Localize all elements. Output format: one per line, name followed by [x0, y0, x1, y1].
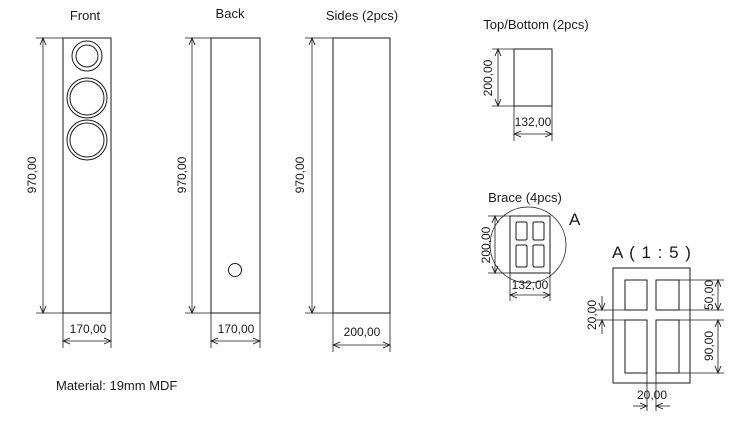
sides-height-label: 970,00 [293, 156, 307, 193]
sides-title: Sides (2pcs) [326, 8, 398, 23]
front-height-dimension: 970,00 [25, 38, 63, 313]
top-bottom-width-dimension: 132,00 [514, 106, 552, 141]
brace-height-label: 200,00 [479, 226, 493, 263]
material-note: Material: 19mm MDF [56, 378, 177, 393]
sides-height-dimension: 970,00 [293, 38, 333, 313]
sides-view: Sides (2pcs) 970,00 200,00 [293, 8, 398, 352]
brace-view: Brace (4pcs) A 200,00 132,00 [479, 190, 581, 301]
back-width-label: 170,00 [218, 322, 255, 336]
top-bottom-panel [513, 48, 553, 107]
back-width-dimension: 170,00 [211, 313, 260, 348]
detail-top-height-dimension: 50,00 [679, 280, 724, 310]
top-bottom-view: Top/Bottom (2pcs) 200,00 132,00 [481, 17, 589, 141]
front-title: Front [70, 8, 101, 23]
detail-panel [612, 267, 691, 384]
detail-a-view: A ( 1 : 5 ) 20,00 50,00 90,00 [585, 243, 724, 411]
back-terminal-hole [228, 263, 242, 277]
brace-panel [509, 215, 551, 274]
detail-top-height-label: 50,00 [702, 280, 716, 310]
brace-windows [515, 221, 545, 268]
top-bottom-height-label: 200,00 [481, 59, 495, 96]
side-panel [332, 37, 391, 314]
sides-width-label: 200,00 [344, 325, 381, 339]
back-height-label: 970,00 [175, 156, 189, 193]
detail-gap-horizontal-dimension: 20,00 [633, 373, 670, 411]
brace-detail-circle [489, 206, 567, 284]
front-width-label: 170,00 [70, 322, 107, 336]
front-tweeter-cutout [71, 40, 103, 72]
brace-callout-label: A [569, 210, 581, 229]
brace-width-dimension: 132,00 [510, 273, 550, 301]
brace-height-dimension: 200,00 [479, 216, 510, 273]
front-panel [62, 37, 112, 314]
back-title: Back [216, 6, 245, 21]
back-view: Back 970,00 170,00 [175, 6, 260, 348]
top-bottom-title: Top/Bottom (2pcs) [483, 17, 589, 32]
detail-title: A ( 1 : 5 ) [612, 243, 692, 262]
top-bottom-width-label: 132,00 [515, 115, 552, 129]
front-woofer-cutout-lower [66, 119, 108, 161]
front-height-label: 970,00 [25, 156, 39, 193]
back-panel [210, 37, 261, 314]
sides-width-dimension: 200,00 [333, 313, 390, 352]
detail-gap-vertical-dimension: 20,00 [585, 296, 625, 334]
brace-title: Brace (4pcs) [488, 190, 562, 205]
front-woofer-cutout-upper [66, 77, 108, 119]
top-bottom-height-dimension: 200,00 [481, 49, 514, 106]
front-view: Front 970,00 170,00 [25, 8, 111, 348]
detail-gap-vertical-label: 20,00 [585, 300, 599, 330]
detail-gap-horizontal-label: 20,00 [637, 388, 667, 402]
detail-bottom-height-label: 90,00 [702, 331, 716, 361]
front-width-dimension: 170,00 [63, 313, 111, 348]
brace-width-label: 132,00 [512, 278, 549, 292]
detail-bottom-height-dimension: 90,00 [679, 320, 724, 373]
back-height-dimension: 970,00 [175, 38, 211, 313]
detail-windows [624, 279, 680, 374]
